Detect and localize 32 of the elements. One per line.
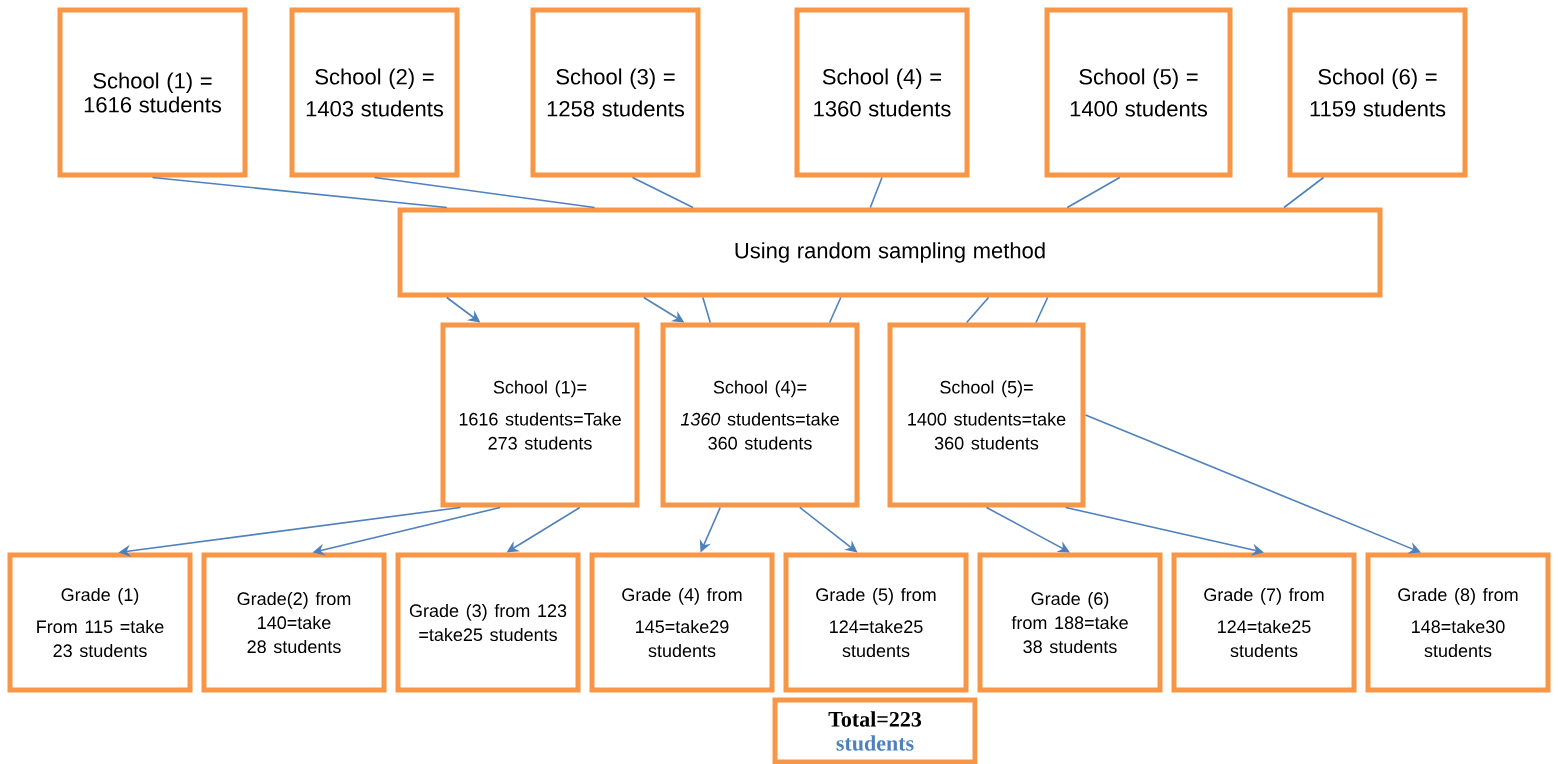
arrow — [1084, 414, 1421, 554]
school-box: School (1)= 1616 students=Take 273 students — [440, 322, 640, 508]
grade-box: Grade (5) from 124=take25 students — [783, 552, 969, 693]
grade-box: Grade(2) from 140=take 28 students — [201, 552, 387, 693]
method-box: Using random sampling method — [397, 207, 1383, 298]
school-box: School (3) = 1258 students — [530, 7, 701, 178]
connector-line — [1035, 296, 1049, 324]
grade-box: Grade (3) from 123 =take25 students — [395, 552, 581, 693]
connector-line — [1283, 176, 1325, 209]
school-box: School (5) = 1400 students — [1044, 7, 1233, 178]
connector-line — [151, 176, 448, 209]
school-box: School (2) = 1403 students — [289, 7, 460, 178]
arrow — [985, 506, 1070, 553]
connector-line — [631, 176, 694, 209]
grade-box: Grade (6) from 188=take 38 students — [977, 552, 1163, 693]
grade-box: Grade (1) From 115 =take 23 students — [7, 552, 193, 693]
connector-line — [869, 176, 883, 209]
school-box: School (4)= 1360 students=take 360 students — [660, 322, 860, 508]
connector-line — [965, 296, 990, 324]
grade-box: Grade (8) from 148=take30 students — [1365, 552, 1551, 693]
connector-line — [1066, 176, 1121, 209]
school-box: School (4) = 1360 students — [794, 7, 970, 178]
grade-box: Grade (4) from 145=take29 students — [589, 552, 775, 693]
connector-line — [373, 176, 596, 209]
connector-line — [702, 296, 712, 324]
arrow — [1064, 506, 1264, 556]
school-box: School (5)= 1400 students=take 360 students — [887, 322, 1086, 508]
school-box: School (6) = 1159 students — [1287, 7, 1468, 178]
grade-box: Grade (7) from 124=take25 students — [1171, 552, 1357, 693]
connector-line — [828, 296, 842, 324]
total-box: Total=223 students — [772, 697, 978, 764]
school-box: School (1) = 1616 students — [57, 7, 248, 178]
